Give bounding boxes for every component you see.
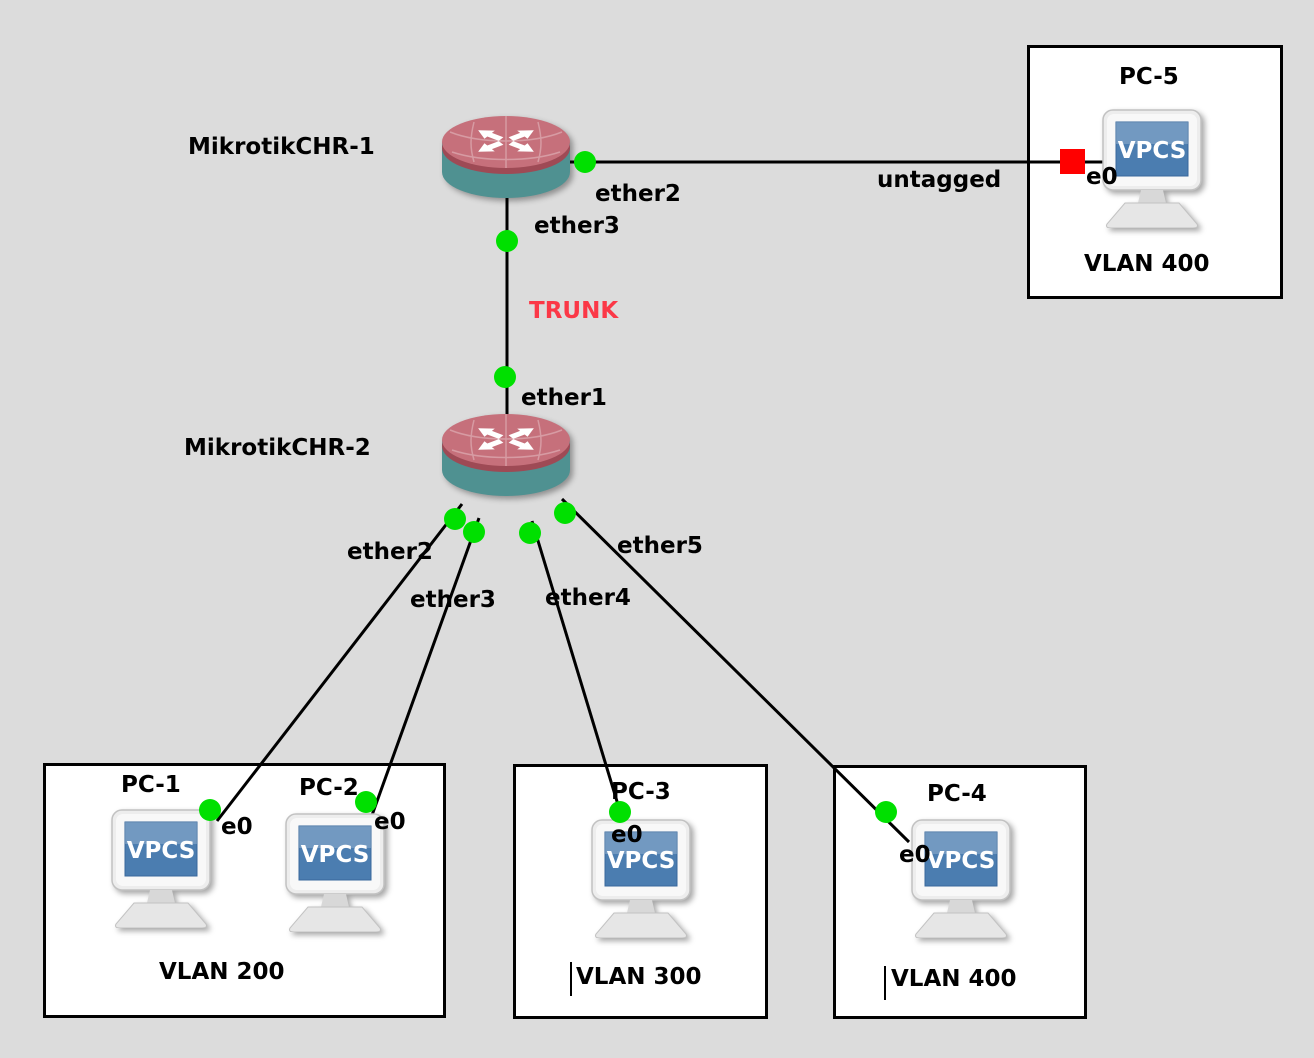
router-top [442,116,570,168]
node-pc-2[interactable]: VPCS [272,810,398,932]
router-top-grid [449,414,563,466]
label-pc5-e0[interactable]: e0 [1086,164,1118,190]
node-pc-3[interactable]: VPCS [578,816,704,938]
label-r2-ether3[interactable]: ether3 [410,587,496,613]
vpcs-screen-text: VPCS [127,838,196,864]
pc-screen-gloss [1116,122,1188,144]
pc-screen [124,821,198,877]
pc-base [289,906,381,932]
pc-neck [627,900,655,913]
node-mikrotikchr-2[interactable] [440,412,572,500]
label-vlan200[interactable]: VLAN 200 [159,959,285,985]
router-arrows-icon [478,428,534,450]
text-cursor-vlan400 [884,966,886,1000]
pc-screen [298,825,372,881]
pc-neck [1138,190,1166,203]
pc-screen-gloss [299,826,371,848]
label-pc3-e0[interactable]: e0 [611,822,643,848]
link-r2ether2-pc1e0[interactable] [215,503,464,822]
vpcs-screen-text: VPCS [607,848,676,874]
label-vlan400-bottom[interactable]: VLAN 400 [891,966,1017,992]
label-r2-ether4[interactable]: ether4 [545,585,631,611]
label-r1-ether2[interactable]: ether2 [595,181,681,207]
vpcs-screen-text: VPCS [927,848,996,874]
label-pc1-e0[interactable]: e0 [221,814,253,840]
label-pc2-name[interactable]: PC-2 [299,775,359,801]
pc-screen [604,831,678,887]
pc-neck [321,894,349,907]
label-pc4-name[interactable]: PC-4 [927,781,987,807]
label-pc4-e0[interactable]: e0 [899,842,931,868]
link-r2ether5-pc4e0[interactable] [560,497,911,844]
label-router2-name[interactable]: MikrotikCHR-2 [184,435,371,461]
label-vlan400-top[interactable]: VLAN 400 [1084,251,1210,277]
node-mikrotikchr-1[interactable] [440,114,572,202]
router-arrows-icon [478,130,534,152]
label-r2-ether2[interactable]: ether2 [347,539,433,565]
label-r2-ether5[interactable]: ether5 [617,533,703,559]
node-pc-4[interactable]: VPCS [898,816,1024,938]
label-vlan300[interactable]: VLAN 300 [576,964,702,990]
pc-neck [947,900,975,913]
label-r2-ether1[interactable]: ether1 [521,385,607,411]
pc-screen-gloss [605,832,677,854]
pc-base [1106,202,1198,228]
label-pc5-name[interactable]: PC-5 [1119,64,1179,90]
label-router1-name[interactable]: MikrotikCHR-1 [188,134,375,160]
node-pc-5[interactable]: VPCS [1089,106,1215,228]
link-r2ether3-pc2e0[interactable] [369,517,481,819]
pc-base [595,912,687,938]
label-pc2-e0[interactable]: e0 [374,809,406,835]
link-r2ether4-pc3e0[interactable] [530,520,631,842]
pc-screen [1115,121,1189,177]
vpcs-screen-text: VPCS [1118,138,1187,164]
pc-screen [924,831,998,887]
label-trunk[interactable]: TRUNK [529,298,619,324]
pc-screen-gloss [125,822,197,844]
pc-screen-gloss [925,832,997,854]
text-cursor-vlan300 [570,962,572,996]
label-pc3-name[interactable]: PC-3 [611,779,671,805]
label-untagged[interactable]: untagged [877,167,1002,193]
vpcs-screen-text: VPCS [301,842,370,868]
label-pc1-name[interactable]: PC-1 [121,772,181,798]
node-pc-1[interactable]: VPCS [98,806,224,928]
pc-neck [147,890,175,903]
router-top [442,414,570,466]
label-r1-ether3[interactable]: ether3 [534,213,620,239]
pc-base [115,902,207,928]
router-top-grid [449,116,563,168]
pc-base [915,912,1007,938]
